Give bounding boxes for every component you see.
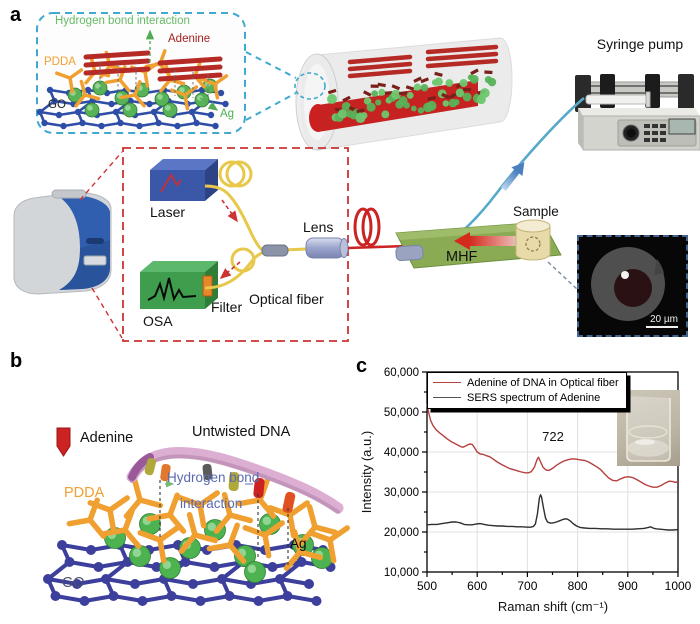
- ag-label-a: Ag: [220, 108, 235, 120]
- svg-text:800: 800: [568, 579, 588, 593]
- x-axis-title: Raman shift (cm⁻¹): [497, 599, 609, 614]
- adenine-arrow-icon: [56, 427, 71, 457]
- hydrogen-bond-interaction-label: Hydrogen bond interaction: [55, 15, 190, 27]
- untwisted-dna-label: Untwisted DNA: [192, 424, 291, 440]
- adenine-slabs-a: [83, 50, 223, 82]
- svg-text:30,000: 30,000: [384, 487, 419, 499]
- scale-bar-label: 20 µm: [650, 314, 678, 325]
- go-label-a: GO: [48, 99, 66, 111]
- svg-text:50,000: 50,000: [384, 407, 419, 419]
- syringe-pump-device: [575, 74, 700, 151]
- series-1: [426, 494, 679, 531]
- panel-a-label: a: [10, 4, 22, 26]
- tube-adenine-slabs: [347, 44, 499, 79]
- pdda-label-b: PDDA: [64, 485, 105, 501]
- legend-line-black: [433, 397, 461, 398]
- pdda-network-b: [66, 476, 350, 571]
- svg-text:20,000: 20,000: [384, 527, 419, 539]
- peak-annotation: 722: [542, 429, 564, 444]
- ag-label-b: Ag: [290, 536, 307, 551]
- panel-a-inset-box: [36, 12, 246, 134]
- inset-connector-dashes: [245, 51, 299, 121]
- legend-row-red: Adenine of DNA in Optical fiber: [433, 375, 619, 390]
- syringe-pump-label: Syringe pump: [596, 36, 684, 52]
- lens-label: Lens: [303, 219, 334, 235]
- chart-legend: Adenine of DNA in Optical fiber SERS spe…: [427, 372, 627, 409]
- scale-bar-line: [646, 326, 678, 328]
- legend-label-red: Adenine of DNA in Optical fiber: [467, 376, 619, 389]
- hbond-label-line2: interaction: [180, 496, 243, 511]
- adenine-label-b: Adenine: [80, 430, 134, 446]
- chart-ticks: [422, 371, 679, 577]
- pdda-label-a: PDDA: [44, 56, 76, 68]
- optics-box: [122, 147, 349, 342]
- dna-bases: [144, 458, 296, 514]
- flow-arrow: [501, 162, 525, 191]
- panel-b-artwork: [43, 427, 350, 606]
- svg-text:60,000: 60,000: [384, 367, 419, 379]
- mhf-board: [395, 219, 562, 269]
- ag-spheres-a: [67, 78, 218, 118]
- legend-row-black: SERS spectrum of Adenine: [433, 390, 619, 405]
- mhf-label: MHF: [446, 249, 478, 265]
- go-label-b: GO: [62, 575, 85, 591]
- chart-tick-labels: 500 600 700 800 900 1000 10,000 20,000 30,000 40,…: [384, 367, 692, 593]
- beaker-photo-inset: [617, 390, 680, 466]
- fiber-tube-render: [294, 37, 513, 151]
- svg-text:900: 900: [618, 579, 638, 593]
- panel-c-label: c: [356, 355, 368, 377]
- fiber-micrograph: 20 µm: [577, 235, 688, 337]
- svg-text:40,000: 40,000: [384, 447, 419, 459]
- spectrometer-connector-dashes: [79, 151, 123, 339]
- adenine-label-a: Adenine: [168, 33, 211, 45]
- legend-label-black: SERS spectrum of Adenine: [467, 391, 601, 404]
- micrograph-connector-dash: [547, 261, 579, 291]
- tube-coating: [327, 68, 497, 124]
- legend-line-red: [433, 382, 461, 383]
- optical-fiber-label: Optical fiber: [249, 291, 324, 307]
- svg-text:700: 700: [517, 579, 537, 593]
- sample-label: Sample: [513, 204, 559, 219]
- spectrometer-device: [13, 189, 112, 295]
- laser-label: Laser: [150, 204, 186, 220]
- osa-label: OSA: [143, 313, 173, 329]
- svg-text:600: 600: [467, 579, 487, 593]
- filter-label: Filter: [211, 299, 243, 315]
- series-0: [426, 403, 679, 488]
- y-axis-title: Intensity (a.u.): [359, 430, 374, 514]
- beaker-image: [620, 391, 671, 462]
- hbond-label-line1: Hydrogen bond: [167, 470, 260, 485]
- svg-text:500: 500: [417, 579, 437, 593]
- micrograph-image: [591, 247, 665, 321]
- hbond-dashes-a: [99, 62, 209, 98]
- panel-b-label: b: [10, 350, 23, 372]
- svg-text:1000: 1000: [665, 579, 692, 593]
- svg-text:10,000: 10,000: [384, 567, 419, 579]
